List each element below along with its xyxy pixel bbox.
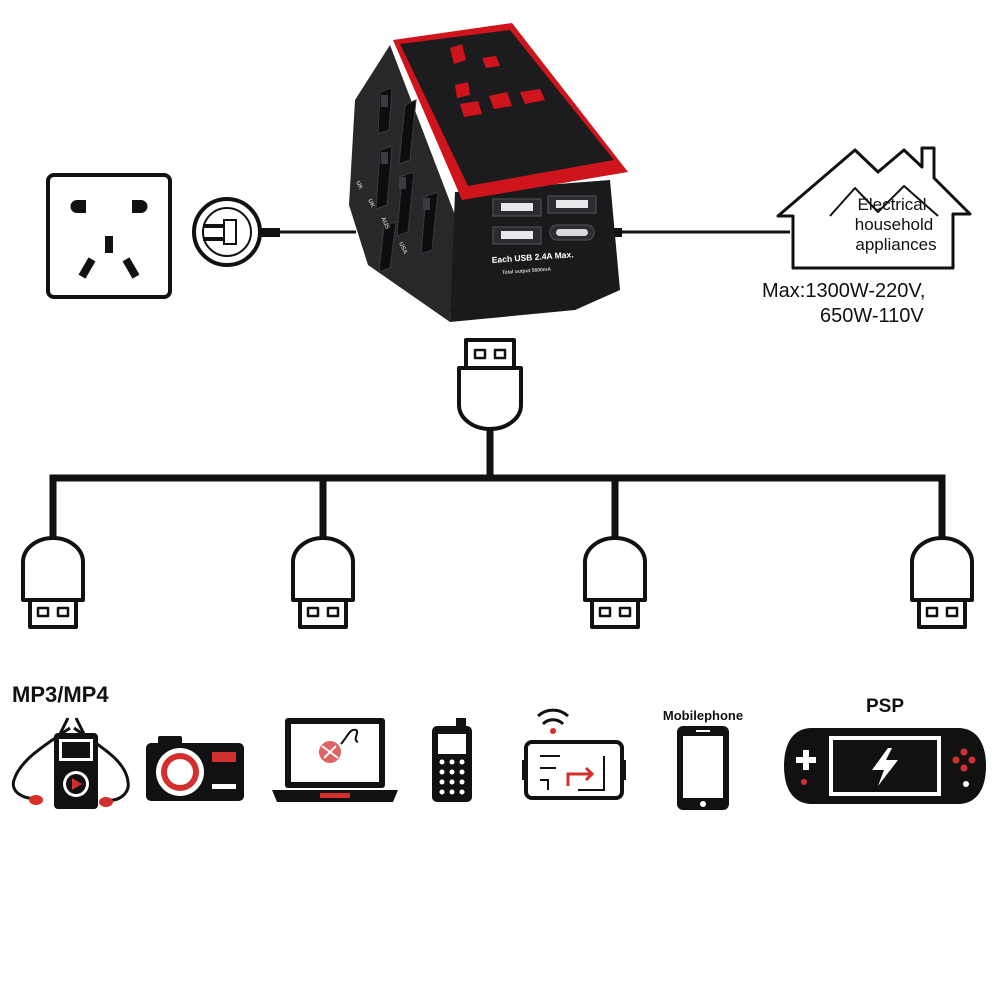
- usb-connector-icon: [583, 536, 647, 629]
- house-label-line-3: appliances: [855, 235, 936, 254]
- two-pin-plug-icon: [192, 197, 262, 267]
- usb-connector-icon: [291, 536, 355, 629]
- usb-connector-icon: [910, 536, 974, 629]
- laptop-icon: [272, 718, 398, 802]
- universal-travel-adapter-icon: Each USB 2.4A Max. Total output 5600mA U…: [349, 23, 628, 322]
- house-outline-icon: [776, 146, 972, 270]
- max-rating-line-1: Max:1300W-220V,: [762, 280, 925, 302]
- mobilephone-label: Mobilephone: [663, 708, 743, 723]
- adapter-usb-ports: [492, 195, 597, 245]
- psp-label: PSP: [866, 696, 904, 717]
- feature-phone-icon: [432, 718, 472, 802]
- smartphone-icon: [677, 726, 729, 810]
- house-label-line-1: Electrical: [858, 195, 927, 214]
- camera-icon: [146, 736, 244, 801]
- usb-connector-icon: [457, 338, 523, 431]
- adapter-region-label: UK: [354, 180, 363, 191]
- mp3-label: MP3/MP4: [12, 682, 109, 707]
- adapter-region-label: AUS: [379, 216, 390, 230]
- wireless-tablet-icon: [522, 708, 626, 800]
- adapter-region-label: UK: [366, 198, 375, 209]
- mp3-player-earphones-icon: [11, 717, 130, 809]
- psp-console-icon: [784, 728, 986, 804]
- house-label-line-2: household: [855, 215, 933, 234]
- usb-connector-icon: [21, 536, 85, 629]
- cn-wall-outlet-icon: [46, 173, 172, 299]
- adapter-total-output: Total output 5600mA: [502, 267, 552, 276]
- adapter-region-label: USA: [397, 241, 408, 256]
- usb-distribution-lines: [49, 426, 946, 544]
- max-rating-line-2: 650W-110V: [820, 305, 924, 327]
